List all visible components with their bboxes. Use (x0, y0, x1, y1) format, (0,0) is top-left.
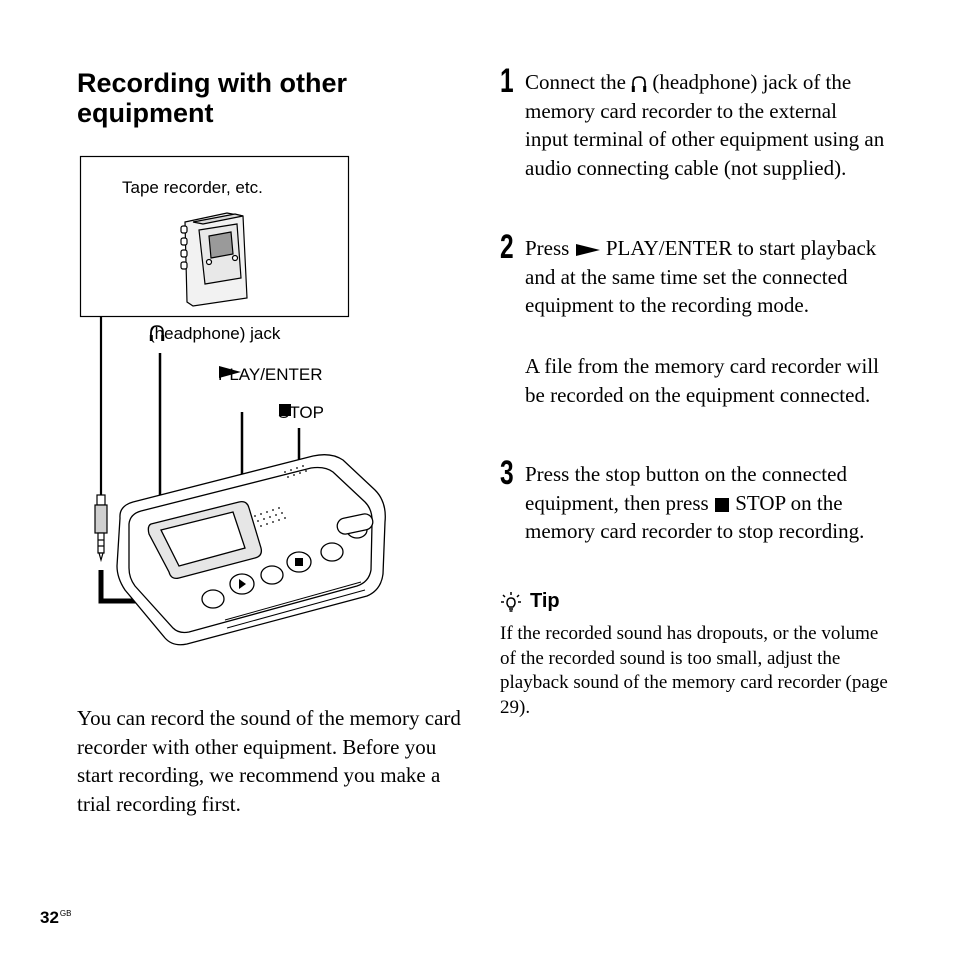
headphone-icon (631, 76, 647, 93)
step-text-part: STOP on the memory card recorder to stop… (525, 490, 865, 544)
play-enter-label: PLAY/ENTER (218, 365, 323, 385)
speaker-grille (254, 465, 307, 527)
stop-button-glyph (295, 558, 303, 566)
page-number-suffix: GB (59, 909, 72, 919)
tape-recorder-icon (180, 212, 248, 307)
step-text-part: Connect the (525, 70, 626, 94)
step-number: 2 (500, 228, 514, 266)
connection-arrow (98, 570, 147, 604)
page-number: 32GB (40, 908, 71, 928)
intro-paragraph: You can record the sound of the memory c… (77, 706, 461, 816)
page-number-value: 32 (40, 908, 59, 927)
step-text: Press PLAY/ENTER to start playback and a… (525, 234, 885, 320)
play-icon (219, 366, 241, 378)
headphone-jack-label: (headphone) jack (149, 324, 280, 344)
headphone-jack-label-text: (headphone) jack (149, 324, 281, 343)
lightbulb-icon (501, 591, 521, 612)
tape-recorder-label: Tape recorder, etc. (122, 178, 263, 197)
memory-card-recorder-icon (116, 454, 386, 646)
connection-diagram: Tape recorder, etc. (headphone) jack PLA… (75, 150, 395, 650)
step-text-part: PLAY/ENTER to start playback and at the … (525, 236, 877, 317)
connection-illustration (79, 155, 386, 646)
tip-text: If the recorded sound has dropouts, or t… (500, 623, 888, 718)
tip-heading-text: Tip (530, 590, 560, 612)
step-text: Press the stop button on the connected e… (525, 460, 885, 546)
step-note: A file from the memory card recorder wil… (525, 354, 879, 407)
play-button-glyph (239, 579, 246, 589)
step-text-part: (headphone) jack of the memory card reco… (525, 70, 885, 180)
step-number: 3 (500, 454, 514, 492)
step-text-part: Press (525, 236, 570, 260)
tape-recorder-box (79, 155, 350, 318)
play-enter-label-text: PLAY/ENTER (218, 365, 323, 384)
step-text: Connect the (headphone) jack of the memo… (525, 68, 885, 182)
step-text-part: Press the stop button on the connected e… (525, 462, 847, 515)
page-title: Recording with other equipment (77, 68, 347, 128)
plug-icon (94, 494, 108, 563)
step-number: 1 (500, 62, 514, 100)
stop-icon (714, 497, 729, 512)
tip-heading: Tip (500, 590, 560, 613)
play-icon (575, 244, 600, 257)
headphone-icon (149, 325, 165, 341)
stop-icon (279, 404, 291, 416)
stop-label: STOP (278, 403, 324, 423)
